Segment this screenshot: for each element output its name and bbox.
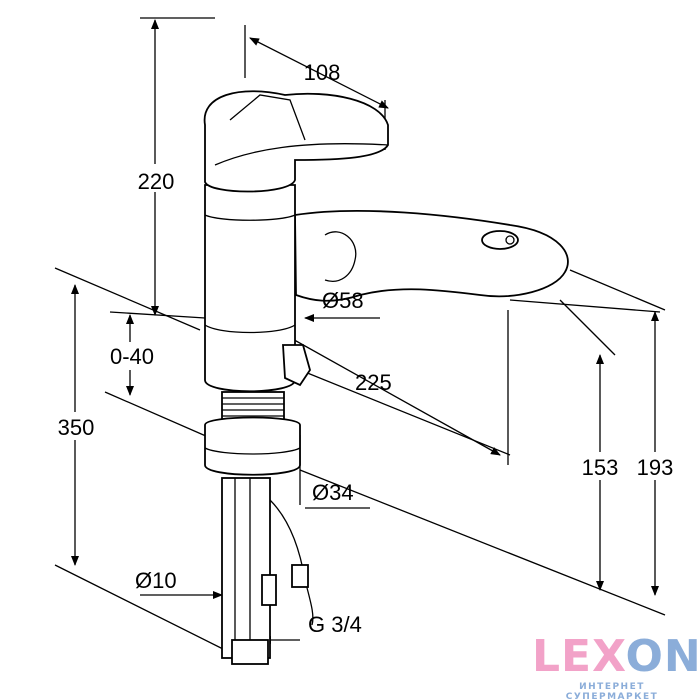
label-350: 350 [58,415,95,440]
label-108: 108 [304,60,341,85]
label-0-40: 0-40 [110,344,154,369]
label-diameter-10: Ø10 [135,568,177,593]
label-g-3-4: G 3/4 [308,612,362,637]
label-225: 225 [355,370,392,395]
logo-text-on: ON [625,631,700,682]
lexon-logo: LEXON ИНТЕРНЕТ СУПЕРМАРКЕТ [532,631,700,700]
faucet-outline [203,90,569,665]
label-153: 153 [582,455,619,480]
label-diameter-58: Ø58 [322,288,364,313]
label-220: 220 [138,169,175,194]
label-193: 193 [637,455,674,480]
logo-subtitle: ИНТЕРНЕТ СУПЕРМАРКЕТ [565,682,659,700]
label-diameter-34: Ø34 [312,480,354,505]
dimension-labels: 220 108 0-40 350 Ø58 225 Ø34 153 193 Ø10… [48,60,683,637]
logo-text-lex: LEX [532,631,626,682]
